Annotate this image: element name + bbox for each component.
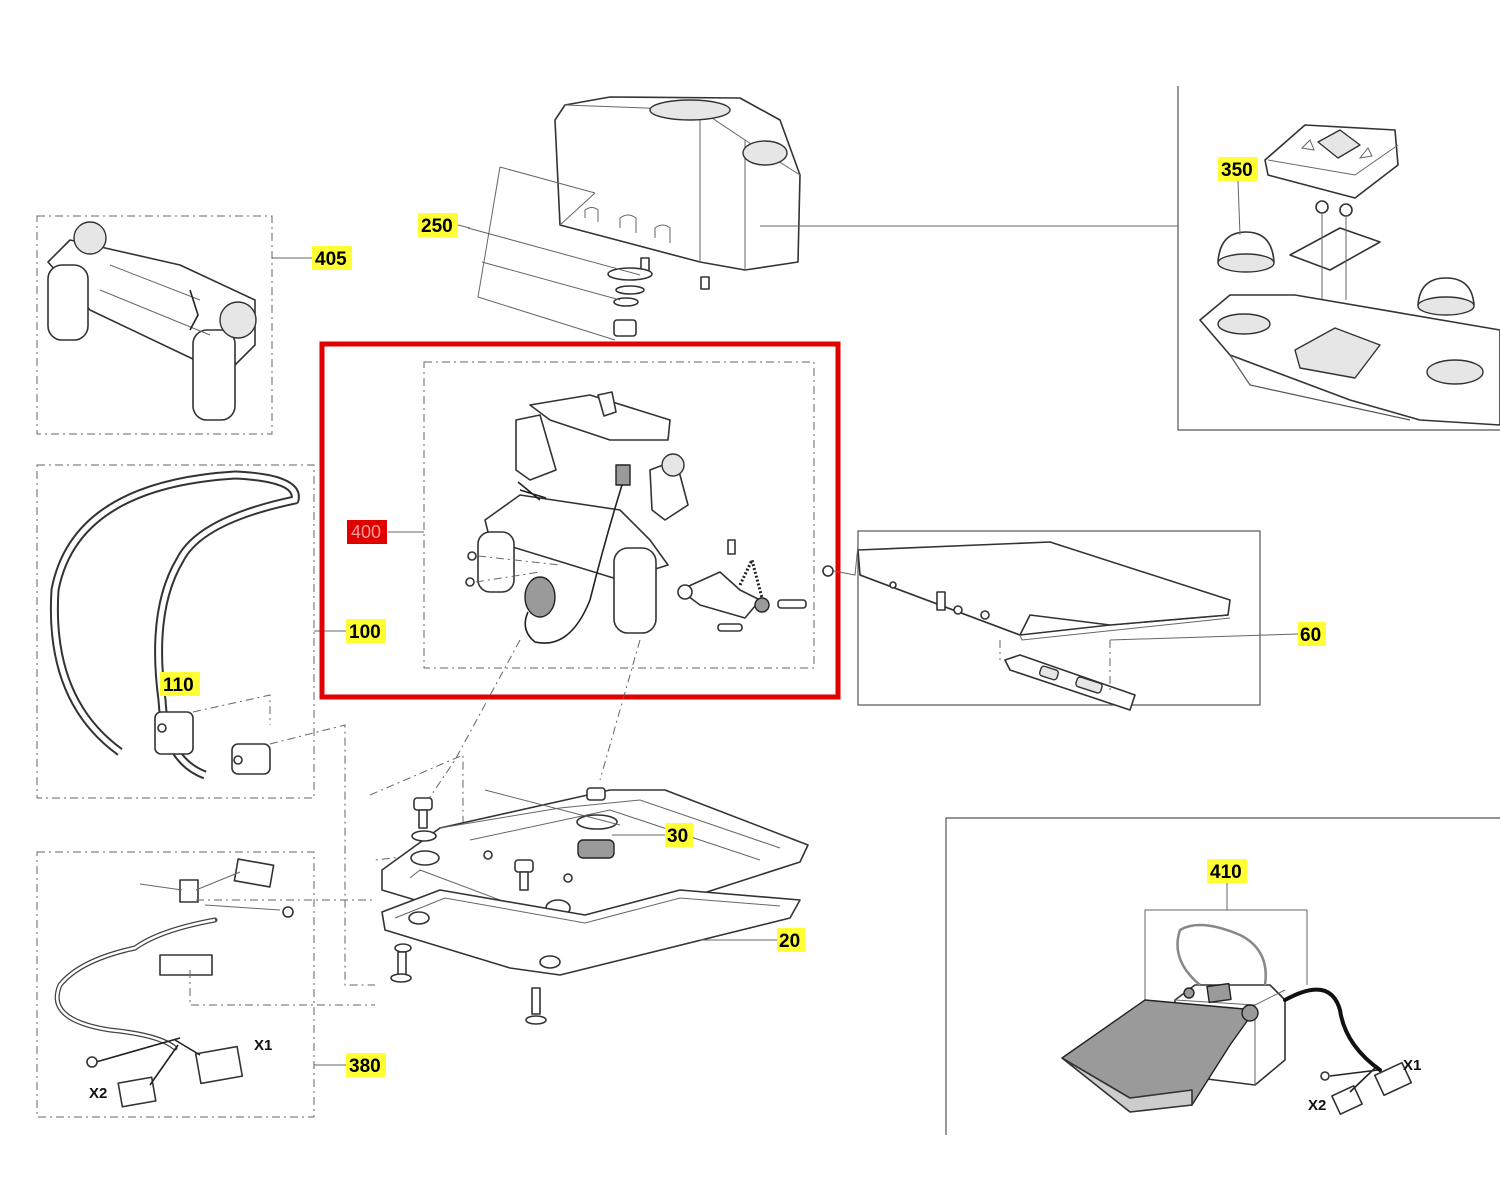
base-gasket-part[interactable]: [381, 889, 801, 976]
armrest-bracket-part[interactable]: [999, 640, 1136, 711]
keypad-base-part[interactable]: [1199, 294, 1500, 426]
callout-405[interactable]: 405: [312, 246, 352, 270]
pedal-connector-x2-label: X2: [1308, 1097, 1326, 1114]
assembly-405-part[interactable]: [47, 221, 257, 421]
callout-410[interactable]: 410: [1207, 859, 1247, 883]
handle-bushing-part[interactable]: [154, 694, 375, 986]
svg-text:110: 110: [163, 675, 194, 696]
callout-350[interactable]: 350: [1218, 157, 1258, 181]
selected-assembly-highlight-frame: [319, 341, 841, 700]
base-screws-part: [390, 787, 621, 1025]
assembly-405-box: [36, 215, 273, 435]
svg-text:400: 400: [351, 522, 381, 542]
assembly-400-box: [423, 361, 815, 669]
callout-250[interactable]: 250: [418, 213, 458, 237]
svg-text:30: 30: [667, 826, 688, 847]
svg-text:350: 350: [1221, 160, 1253, 181]
svg-text:405: 405: [315, 249, 347, 270]
keypad-box-frame: [1177, 86, 1500, 431]
wiring-harness-part[interactable]: [54, 858, 294, 1108]
mechanism-assembly-400-part[interactable]: [465, 391, 807, 644]
armrest-part[interactable]: [822, 541, 1231, 641]
svg-text:410: 410: [1210, 862, 1242, 883]
assembly-100-box: [36, 464, 315, 799]
svg-text:60: 60: [1300, 625, 1321, 646]
svg-text:20: 20: [779, 931, 800, 952]
cover-screw-stack: [467, 227, 710, 337]
callout-380[interactable]: 380: [346, 1053, 386, 1077]
svg-text:100: 100: [349, 622, 381, 643]
keypad-cap-part[interactable]: [1264, 124, 1399, 199]
foot-pedal-box-frame: [945, 817, 1500, 1135]
callout-30[interactable]: 30: [665, 823, 693, 847]
harness-connector-x1-label: X1: [254, 1037, 272, 1054]
keypad-membrane-part: [1289, 200, 1381, 320]
pedal-connector-x1-label: X1: [1403, 1057, 1421, 1074]
svg-text:250: 250: [421, 216, 453, 237]
assembly-380-box: [36, 851, 315, 1118]
top-cover-part[interactable]: [554, 96, 801, 271]
keypad-dome-buttons: [1217, 231, 1475, 316]
callout-400[interactable]: 400: [347, 520, 387, 544]
callout-110[interactable]: 110: [160, 672, 200, 696]
foot-pedal-part[interactable]: [1061, 923, 1413, 1115]
armrest-box-frame: [857, 530, 1261, 706]
callout-20[interactable]: 20: [777, 928, 805, 952]
callout-60[interactable]: 60: [1298, 622, 1326, 646]
callout-100[interactable]: 100: [346, 619, 386, 643]
cover-parallelogram-outline: [477, 166, 616, 341]
harness-connector-x2-label: X2: [89, 1085, 107, 1102]
svg-text:380: 380: [349, 1056, 381, 1077]
